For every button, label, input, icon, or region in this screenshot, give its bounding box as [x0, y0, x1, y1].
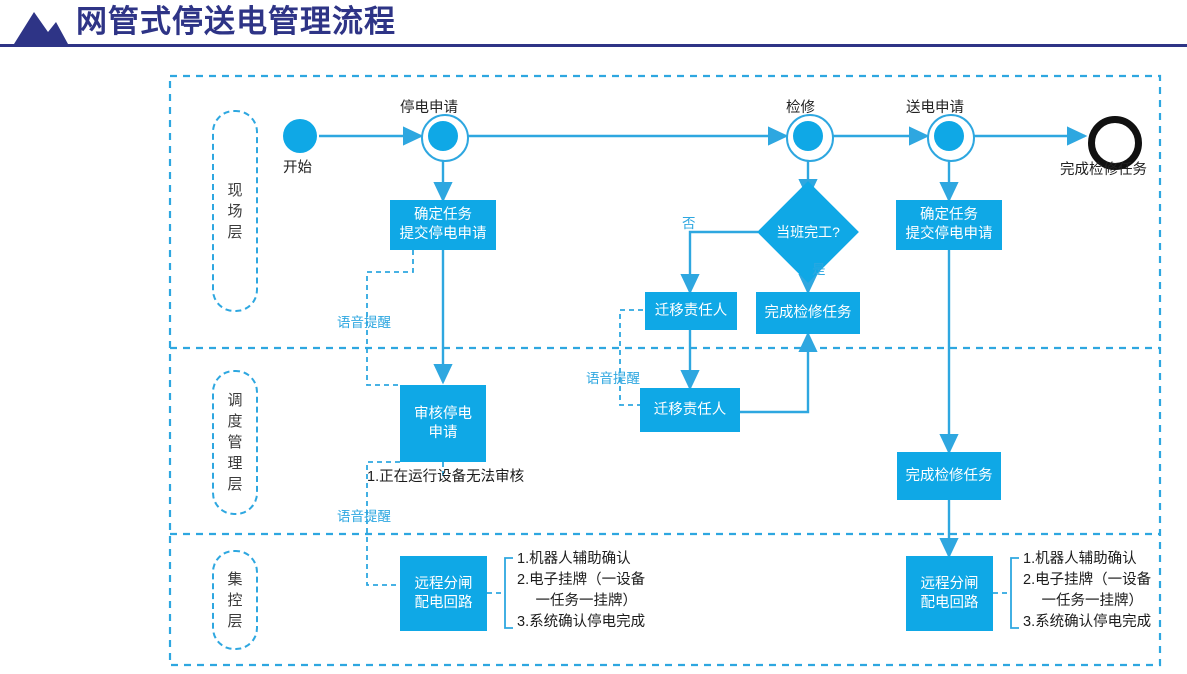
confirm-task-right-line1: 确定任务 — [920, 207, 978, 223]
lane-label-dispatch: 调度管理层 — [212, 370, 258, 515]
remote-switch-box-right[interactable]: 远程分闸 配电回路 — [906, 556, 993, 631]
remote-switch-right-line2: 配电回路 — [920, 594, 979, 611]
remote-switch-right-line1: 远程分闸 — [920, 575, 979, 592]
finish-task-site-label: 完成检修任务 — [764, 304, 852, 321]
voice-reminder-label-2: 语音提醒 — [586, 371, 640, 386]
remote-switch-left-line1: 远程分闸 — [414, 575, 473, 592]
remote-switch-left-line2: 配电回路 — [414, 594, 473, 611]
outage-request-node[interactable] — [421, 114, 469, 162]
mountain-icon — [14, 12, 68, 44]
finish-task-dispatch-label: 完成检修任务 — [905, 467, 993, 484]
remote-note-left-line-1: 1.机器人辅助确认 — [517, 551, 631, 567]
bracket-remote-left — [504, 557, 513, 629]
maintenance-node[interactable] — [786, 114, 834, 162]
finish-task-box-dispatch[interactable]: 完成检修任务 — [897, 452, 1001, 500]
lane-boundaries — [168, 74, 1162, 667]
confirm-task-box-left[interactable]: 确定任务 提交停电申请 — [390, 200, 496, 250]
outage-request-label: 停电申请 — [400, 100, 458, 116]
power-request-node-core — [934, 121, 964, 151]
voice-reminder-label-3: 语音提醒 — [337, 509, 391, 524]
lane-label-dispatch-text: 调度管理层 — [227, 392, 243, 493]
end-node-label: 完成检修任务 — [1060, 162, 1147, 178]
finish-task-box-site[interactable]: 完成检修任务 — [756, 292, 860, 334]
remote-note-right-line-2: 2.电子挂牌（一设备 — [1023, 572, 1152, 588]
review-outage-box[interactable]: 审核停电 申请 — [400, 385, 486, 462]
review-outage-line1: 审核停电 — [414, 405, 472, 422]
bracket-remote-right — [1010, 557, 1019, 629]
edge-transfer-dispatch-to-finish — [740, 331, 818, 414]
transfer-owner-dispatch-label: 迁移责任人 — [653, 401, 727, 418]
remote-note-right-line-1: 1.机器人辅助确认 — [1023, 551, 1137, 567]
review-note-line-1: 1.正在运行设备无法审核 — [367, 469, 525, 485]
confirm-task-box-right[interactable]: 确定任务 提交停电申请 — [896, 200, 1002, 250]
page-title: 网管式停送电管理流程 — [76, 4, 396, 39]
remote-note-left-line-4: 3.系统确认停电完成 — [517, 614, 646, 630]
title-underline — [0, 44, 1187, 47]
remote-switch-box-left[interactable]: 远程分闸 配电回路 — [400, 556, 487, 631]
voice-reminder-label-1: 语音提醒 — [337, 315, 391, 330]
remote-note-right-line-3: 一任务一挂牌） — [1023, 593, 1144, 609]
edge-voice-reminder-1 — [366, 250, 414, 386]
lane-label-central-text: 集控层 — [227, 570, 243, 630]
edge-voice-reminder-3 — [366, 461, 400, 586]
decision-shift-complete[interactable]: 当班完工? — [757, 181, 859, 283]
transfer-owner-site-label: 迁移责任人 — [654, 302, 728, 319]
transfer-owner-box-site[interactable]: 迁移责任人 — [645, 292, 737, 330]
start-node-label: 开始 — [283, 160, 312, 176]
edge-voice-reminder-2 — [619, 309, 652, 406]
start-node[interactable] — [283, 119, 317, 153]
remote-note-right: 1.机器人辅助确认 2.电子挂牌（一设备 一任务一挂牌） 3.系统确认停电完成 — [1023, 549, 1151, 633]
lane-label-site-text: 现场层 — [227, 181, 243, 241]
review-note: 1.正在运行设备无法审核 — [367, 467, 524, 488]
outage-request-node-core — [428, 121, 458, 151]
maintenance-node-core — [793, 121, 823, 151]
review-outage-line2: 申请 — [428, 424, 458, 441]
lane-label-central: 集控层 — [212, 550, 258, 650]
edge-no-branch — [680, 230, 758, 295]
confirm-task-left-line2: 提交停电申请 — [399, 226, 487, 242]
end-node[interactable] — [1088, 116, 1142, 170]
lane-label-site: 现场层 — [212, 110, 258, 312]
confirm-task-left-line1: 确定任务 — [414, 207, 472, 223]
remote-note-left: 1.机器人辅助确认 2.电子挂牌（一设备 一任务一挂牌） 3.系统确认停电完成 — [517, 549, 645, 633]
transfer-owner-box-dispatch[interactable]: 迁移责任人 — [640, 388, 740, 432]
edge-label-no: 否 — [682, 216, 696, 231]
maintenance-label: 检修 — [786, 100, 815, 116]
remote-note-right-line-4: 3.系统确认停电完成 — [1023, 614, 1152, 630]
power-request-label: 送电申请 — [906, 100, 964, 116]
power-request-node[interactable] — [927, 114, 975, 162]
edge-label-yes: 是 — [812, 262, 826, 277]
page-header: 网管式停送电管理流程 — [0, 0, 1187, 50]
decision-label: 当班完工? — [776, 224, 840, 240]
confirm-task-right-line2: 提交停电申请 — [905, 226, 993, 242]
remote-note-left-line-2: 2.电子挂牌（一设备 — [517, 572, 646, 588]
remote-note-left-line-3: 一任务一挂牌） — [517, 593, 638, 609]
